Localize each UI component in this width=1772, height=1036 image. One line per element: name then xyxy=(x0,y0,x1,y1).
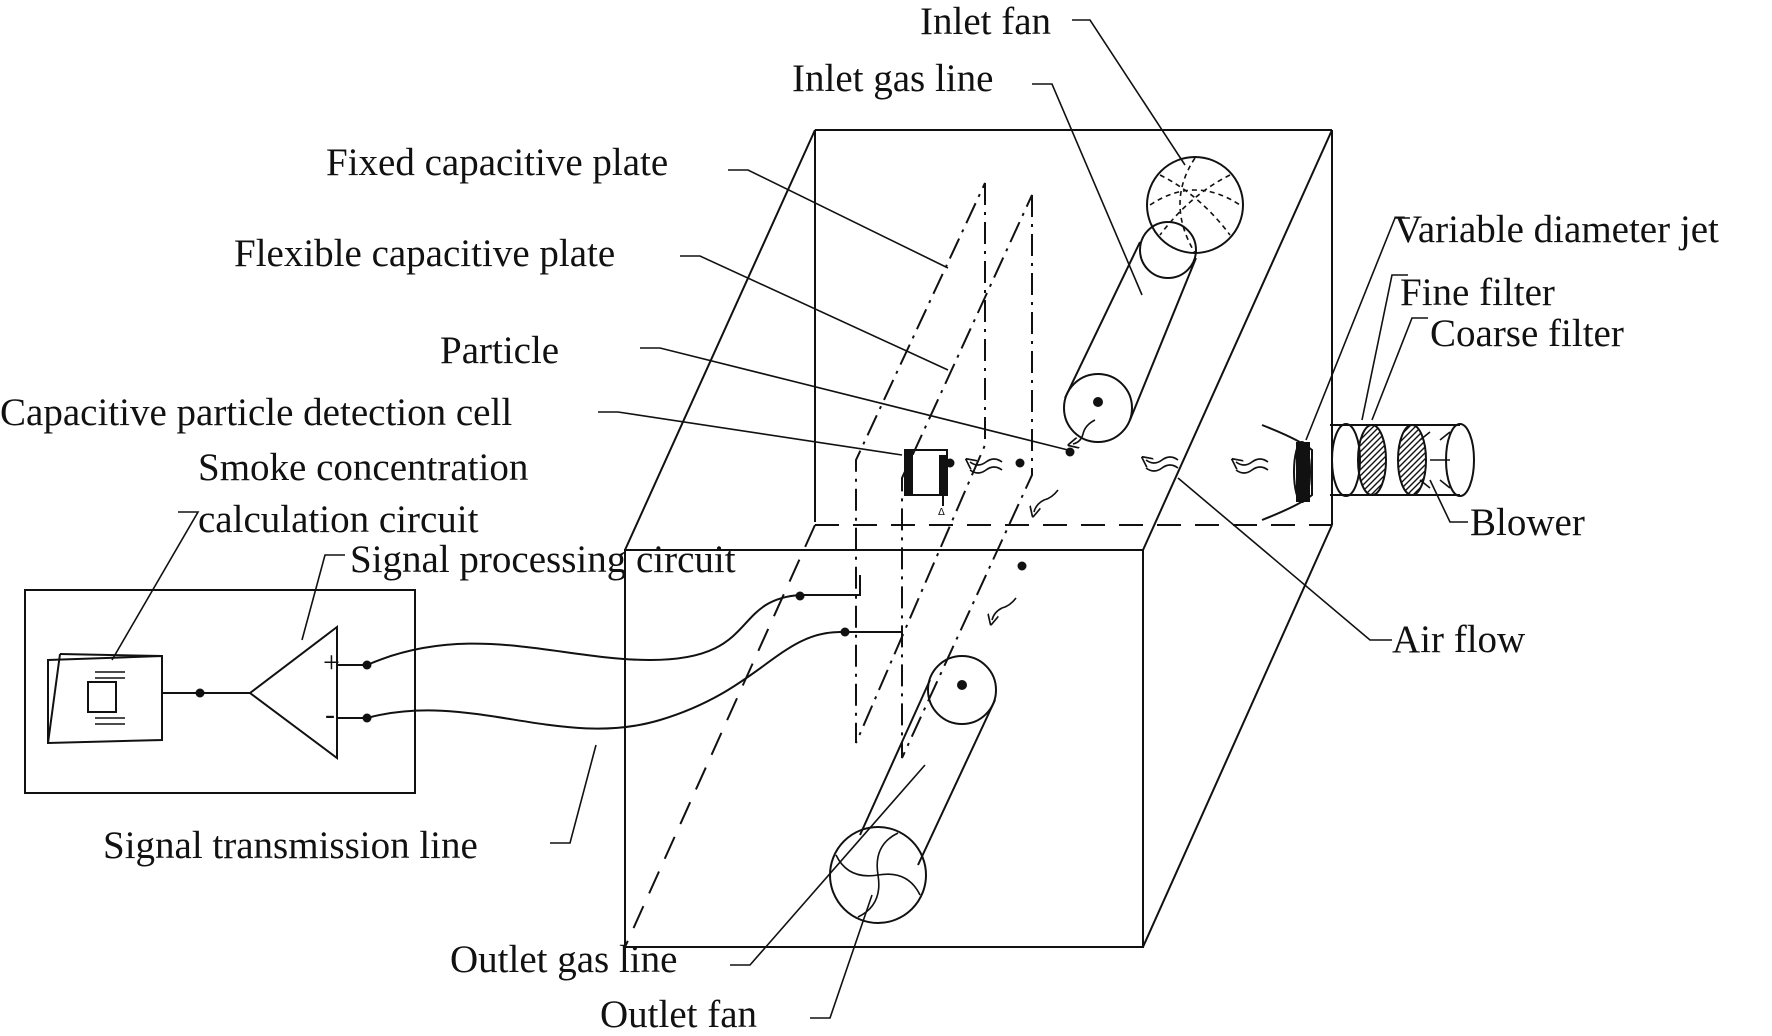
label-blower: Blower xyxy=(1470,501,1585,544)
inlet-gas-line xyxy=(1063,221,1197,443)
label-inlet-gas-line: Inlet gas line xyxy=(792,57,994,100)
label-inlet-fan: Inlet fan xyxy=(920,0,1052,43)
plus-sign: + xyxy=(323,646,340,679)
minus-sign: - xyxy=(325,698,335,731)
label-signal-processing-circuit: Signal processing circuit xyxy=(350,538,736,581)
label-variable-diameter-jet: Variable diameter jet xyxy=(1394,208,1719,251)
detection-cell: Δ xyxy=(904,449,948,518)
outlet-fan xyxy=(829,826,927,924)
label-calculation-circuit: calculation circuit xyxy=(198,498,479,541)
chip-pins xyxy=(95,671,125,725)
inlet-fan xyxy=(1146,156,1244,254)
label-fine-filter: Fine filter xyxy=(1400,271,1555,314)
fixed-capacitive-plate xyxy=(855,182,986,744)
label-outlet-fan: Outlet fan xyxy=(600,993,758,1036)
leader-lines xyxy=(111,19,1468,1019)
label-capacitive-particle-detection-cell: Capacitive particle detection cell xyxy=(0,391,513,434)
label-flexible-capacitive-plate: Flexible capacitive plate xyxy=(234,232,616,275)
label-coarse-filter: Coarse filter xyxy=(1430,312,1624,355)
blower-assembly xyxy=(1261,423,1475,521)
label-outlet-gas-line: Outlet gas line xyxy=(450,938,678,981)
outlet-gas-line xyxy=(859,655,997,866)
label-fixed-capacitive-plate: Fixed capacitive plate xyxy=(326,141,669,184)
particles xyxy=(945,447,1075,571)
signal-transmission-lines xyxy=(366,575,902,730)
circuit-box xyxy=(24,589,416,794)
chamber-box xyxy=(624,129,1333,948)
flexible-capacitive-plate xyxy=(901,194,1033,759)
label-signal-transmission-line: Signal transmission line xyxy=(103,824,478,867)
label-particle: Particle xyxy=(440,329,560,372)
svg-text:Δ: Δ xyxy=(938,507,945,518)
label-smoke-concentration: Smoke concentration xyxy=(198,446,529,489)
label-air-flow: Air flow xyxy=(1392,618,1526,661)
flow-arrows xyxy=(970,419,1269,620)
